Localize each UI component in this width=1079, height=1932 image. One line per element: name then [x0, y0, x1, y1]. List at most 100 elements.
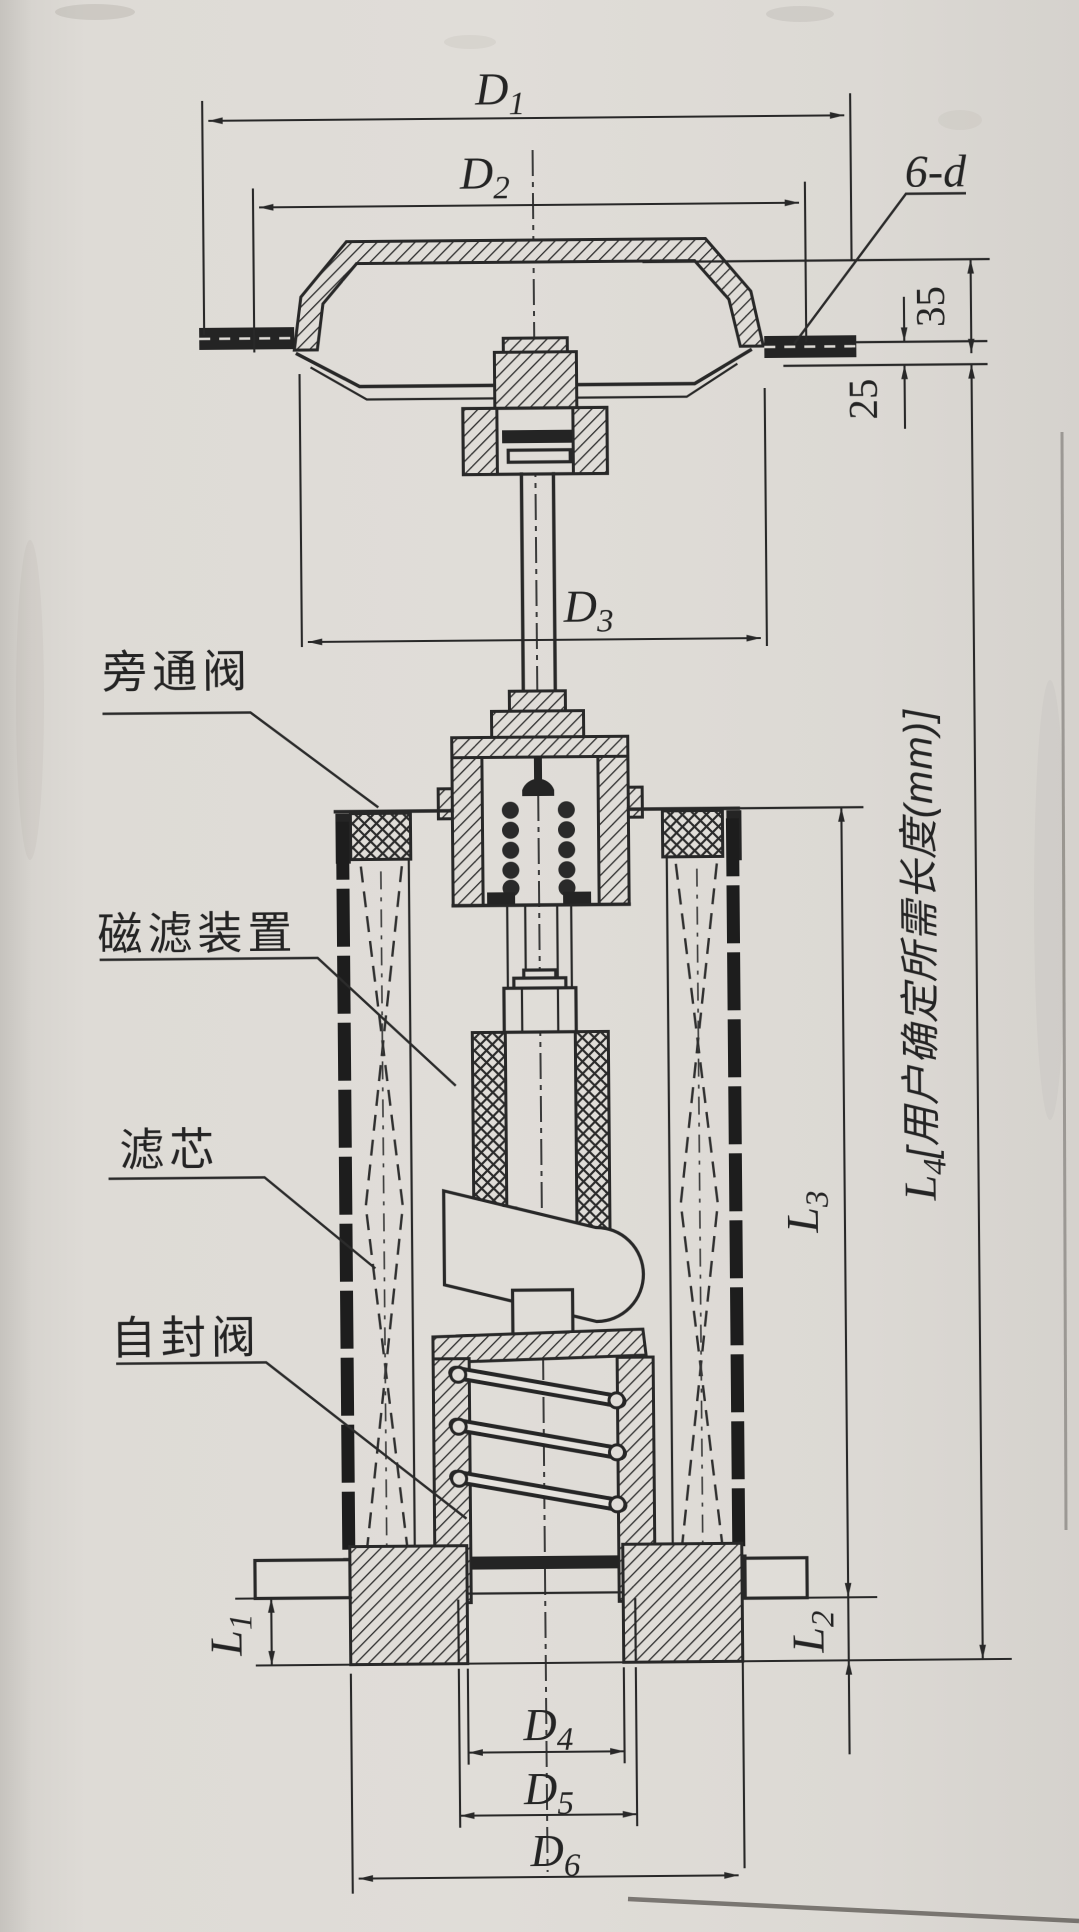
valve-housing-bottom [451, 902, 631, 908]
ext-d6-left [349, 1673, 354, 1894]
leader-filter-element [108, 1176, 377, 1270]
drawing-body: D1 D2 D3 D4 D5 D6 6-d 35 25 L1 L2 L3 L4[… [97, 63, 1012, 1894]
dim-line-d5 [460, 1810, 638, 1819]
part-label-filter-element: 滤芯 [119, 1124, 219, 1176]
part-label-bypass-valve: 旁通阀 [102, 646, 252, 698]
dim-label-l1: L1 [200, 1613, 259, 1657]
scan-artifacts [16, 4, 1079, 1924]
gland-body [492, 350, 579, 412]
valve-stem-guide [510, 1288, 575, 1336]
shell-inner-right [665, 855, 674, 1552]
filter-elements [359, 863, 724, 1552]
page-edge-line [627, 1896, 1079, 1924]
column-hex-nut [502, 986, 578, 1034]
poppet [522, 778, 555, 797]
ext-l1-top [235, 1596, 353, 1600]
leader-bypass-valve [102, 711, 380, 809]
dim-line-d3 [307, 634, 761, 646]
leader-magnetic-filter [99, 956, 457, 1087]
valve-housing-top [450, 734, 630, 760]
poppet-stem [533, 755, 543, 783]
valve-gusset-right [626, 785, 644, 819]
magnetic-filter-column [470, 968, 612, 1252]
gland-nut-right-section [571, 405, 609, 476]
dim-line-d2 [259, 199, 800, 211]
filter-pleat-right-a [679, 863, 724, 1549]
dim-line-l1 [268, 1598, 275, 1666]
gasket-face-line [783, 362, 988, 367]
ext-d5-left [457, 1668, 462, 1828]
cover-plate-right-inner [575, 362, 738, 399]
bottom-datum-line [255, 1657, 1012, 1667]
dim-label-d5: D5 [523, 1763, 574, 1822]
stem-lower-right [556, 903, 560, 989]
valve-seat-left [487, 892, 516, 905]
dim-label-d3: D3 [562, 580, 613, 639]
dim-label-d1: D1 [474, 63, 525, 122]
shell-wall-left [335, 821, 356, 1558]
filter-pleat-left-b [364, 866, 409, 1552]
guide-sleeve-left [506, 904, 510, 990]
valve-bonnet [431, 1327, 648, 1365]
boss-left-section [348, 1544, 470, 1667]
cover-plate-left [295, 351, 495, 389]
ext-d2-left [251, 188, 256, 353]
dimension-annotations: D1 D2 D3 D4 D5 D6 6-d 35 25 L1 L2 L3 L4[… [200, 63, 1012, 1894]
dim-label-bolt-holes: 6-d [905, 145, 968, 197]
bypass-valve-assembly [436, 689, 644, 990]
valve-gusset-left [436, 787, 454, 821]
ext-d6-right [741, 1602, 746, 1869]
dim-line-l3 [838, 807, 852, 1598]
filter-cone [442, 1188, 645, 1324]
ext-d1-left [201, 100, 206, 335]
bottom-rim-right [743, 1556, 809, 1600]
dome-cover [292, 237, 766, 401]
filter-axis-right [696, 868, 704, 1547]
gland-slot [506, 448, 572, 464]
part-label-magnetic-filter: 磁滤装置 [97, 907, 297, 960]
dim-label-d2: D2 [459, 147, 510, 206]
dim-label-35: 35 [907, 286, 953, 327]
ext-d5-right [634, 1667, 639, 1827]
dim-line-l4 [968, 364, 986, 1660]
self-seal-valve-assembly [431, 1327, 657, 1605]
cover-plate-right [574, 347, 753, 387]
guide-sleeve-right [570, 903, 574, 989]
dim-label-l2: L2 [782, 1610, 841, 1654]
dim-label-d6: D6 [529, 1825, 581, 1884]
dim-line-35 [967, 259, 975, 354]
dim-line-l2-lower [845, 1660, 853, 1755]
flange-ring-left [348, 811, 413, 862]
valve-seat-line [466, 1591, 625, 1595]
top-datum-line [642, 257, 990, 264]
part-label-self-seal-valve: 自封阀 [111, 1311, 261, 1363]
ext-l2-top [742, 1596, 878, 1600]
flange-face-line [855, 339, 988, 344]
seal-valve-spring [448, 1365, 628, 1514]
flange-arm-left-centerline [199, 336, 295, 341]
dim-line-d4 [468, 1748, 625, 1756]
valve-housing-right-wall [596, 754, 631, 906]
ext-d2-right [803, 181, 808, 342]
ext-d3-left [298, 374, 303, 648]
valve-seat-right [563, 891, 592, 904]
flange-ring-right [660, 808, 725, 859]
valve-stem-right-edge [551, 472, 558, 695]
outlet-neck-left [457, 1599, 460, 1665]
bottom-rim-left [253, 1558, 352, 1601]
valve-cap-lower [489, 709, 586, 739]
part-labels: 旁通阀 磁滤装置 滤芯 自封阀 [97, 646, 468, 1520]
ext-d3-right [763, 388, 768, 647]
cover-plate-left-inner [309, 366, 494, 401]
dim-line-d1 [208, 112, 845, 125]
ext-d1-right [849, 93, 853, 260]
valve-stem-left-edge [519, 472, 526, 695]
ext-d4-right [622, 1667, 626, 1764]
shell-inner-left [407, 858, 416, 1555]
valve-cap-upper [507, 689, 567, 713]
dim-line-d6 [358, 1872, 739, 1882]
filter-axis-left [380, 871, 388, 1550]
top-flange-arms [199, 257, 990, 367]
